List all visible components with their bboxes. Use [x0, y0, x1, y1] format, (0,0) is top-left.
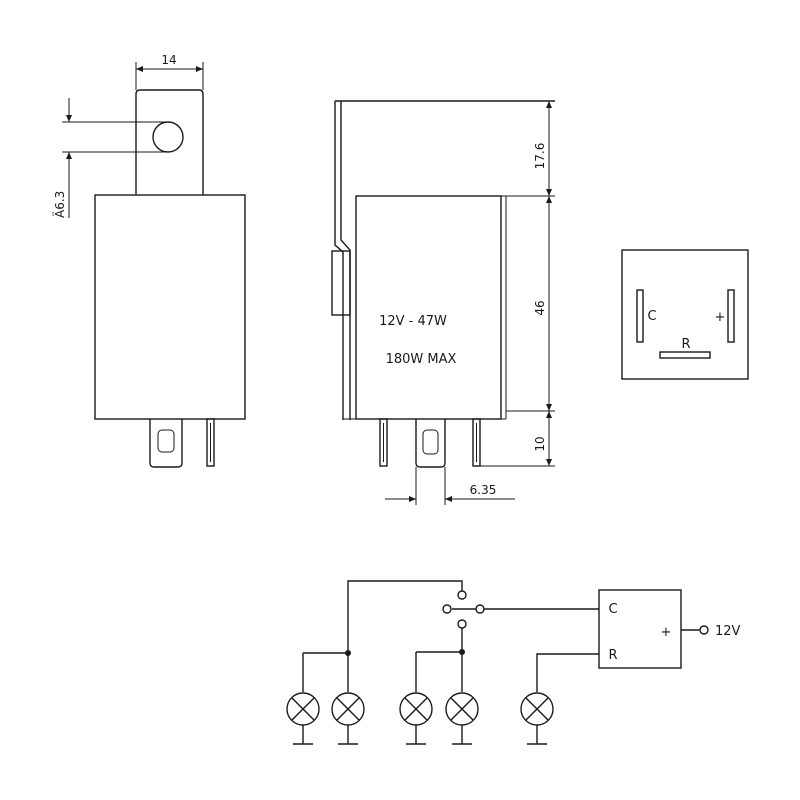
mounting-hole [152, 121, 184, 153]
pin-c-label: C [647, 309, 656, 324]
side-body [355, 195, 502, 420]
switch-bottom-contact [457, 619, 467, 629]
side-clip [331, 250, 351, 316]
side-blade-terminal [415, 419, 446, 468]
dim-tab-width: 14 [161, 53, 176, 67]
rating-line-1: 12V - 47W [379, 314, 447, 329]
supply-label: 12V [715, 624, 741, 639]
pinout-view: C + R [621, 249, 749, 380]
supply-terminal [699, 625, 709, 635]
switch-left-contact [442, 604, 452, 614]
mounting-tab [135, 89, 204, 195]
dim-hole-diameter: Ä6.3 [52, 191, 67, 218]
wiring-circuit: C R + 12V [286, 580, 741, 745]
pin-c-slot [636, 289, 644, 343]
pin-r-label: R [681, 337, 690, 352]
pin-plus-slot [727, 289, 735, 343]
front-view: 14 Ä6.3 [52, 53, 246, 468]
dim-body-height: 46 [533, 300, 547, 315]
lamp-indicator [520, 692, 554, 745]
front-body [94, 194, 246, 420]
circuit-plus-label: + [661, 625, 672, 640]
side-bracket [334, 100, 555, 420]
front-blade-slot [157, 429, 175, 453]
circuit-r-label: R [608, 648, 617, 663]
front-blade-terminal [149, 419, 183, 468]
switch-common-contact [475, 604, 485, 614]
side-blade-slot [422, 429, 439, 455]
lamp-right-rear [445, 692, 479, 745]
side-view: 12V - 47W 180W MAX 6.35 17.6 46 10 [331, 100, 555, 505]
rating-line-2: 180W MAX [386, 352, 457, 367]
pin-plus-label: + [715, 310, 726, 325]
dim-pin-width: 6.35 [470, 483, 497, 497]
pinout-frame [621, 249, 749, 380]
side-pin-left [379, 418, 388, 467]
lamp-left-front [286, 692, 320, 745]
circuit-relay-box [598, 589, 682, 669]
pin-r-slot [659, 351, 711, 359]
dim-top-height: 17.6 [533, 143, 547, 170]
lamp-right-front [399, 692, 433, 745]
side-pin-right [472, 418, 481, 467]
circuit-c-label: C [608, 602, 617, 617]
switch-top-contact [457, 590, 467, 600]
lamp-left-rear [331, 692, 365, 745]
dim-pin-height: 10 [533, 436, 547, 451]
front-side-pin [206, 418, 215, 467]
